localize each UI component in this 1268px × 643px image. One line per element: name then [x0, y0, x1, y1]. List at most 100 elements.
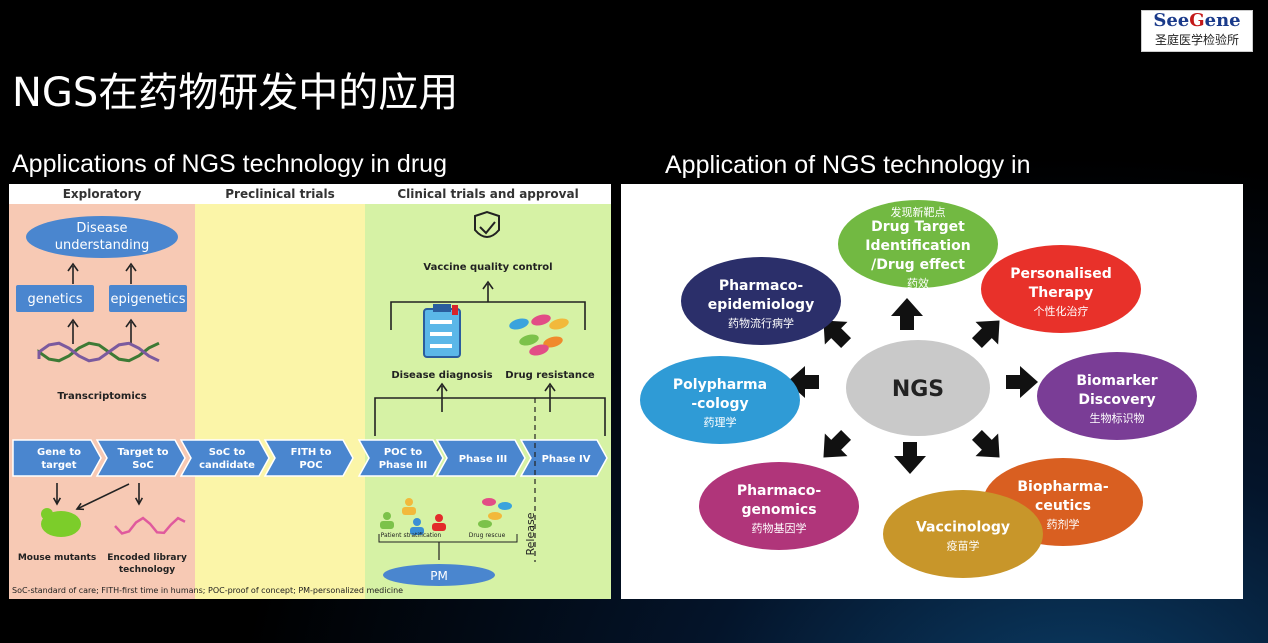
section-clinical: Clinical trials and approval	[397, 187, 578, 201]
patient-stratification-label: Patient stratification	[381, 532, 442, 539]
application-label-3: Biopharma-	[1017, 479, 1108, 495]
epigenetics-label: epigenetics	[111, 292, 186, 307]
dna-library-icon	[114, 516, 186, 535]
pm-ellipse	[383, 564, 495, 586]
vaccine-qc-label: Vaccine quality control	[423, 262, 552, 273]
mouse-ear-icon	[41, 508, 53, 520]
logo-wordmark: SeeGene	[1153, 10, 1241, 31]
step-chevron-5	[435, 439, 526, 477]
rescue-pill-icon-3	[478, 520, 492, 528]
step-chevron-6	[519, 439, 608, 477]
transcriptomics-label: Transcriptomics	[57, 391, 146, 402]
step-chevron-3	[263, 439, 354, 477]
step-label-2: candidate	[199, 460, 255, 471]
arrow-target-mouse-head	[75, 502, 85, 511]
arrow-library-head	[134, 497, 144, 506]
application-label-0: /Drug effect	[871, 257, 965, 273]
step-label-6: Phase IV	[542, 454, 591, 465]
person-body-3	[410, 527, 424, 535]
logo-chinese-name: 圣庭医学检验所	[1154, 33, 1239, 47]
ngs-arrow-6	[787, 366, 819, 398]
rescue-pill-icon-0	[482, 498, 496, 506]
dna-helix-strand1	[37, 341, 160, 363]
person-body-1	[402, 507, 416, 515]
application-label-7: Pharmaco-	[719, 278, 804, 294]
step-chevron-0	[12, 439, 102, 477]
drug-development-diagram: Exploratory Preclinical trials Clinical tr…	[9, 184, 611, 599]
ngs-arrow-7	[823, 320, 852, 349]
ngs-arrow-1	[971, 320, 1000, 349]
application-node-6	[640, 356, 800, 444]
application-label-6: Polypharma	[673, 377, 767, 393]
application-zh-6: 药理学	[704, 415, 737, 429]
header-band	[9, 184, 611, 204]
application-zh-7: 药物流行病学	[728, 316, 794, 330]
pill-icon-5	[529, 344, 549, 356]
step-chevron-2	[179, 439, 270, 477]
application-zh-2: 生物标识物	[1090, 411, 1145, 425]
application-node-7	[681, 257, 841, 345]
encoded-library-label: technology	[119, 565, 175, 575]
step-label-1: SoC	[132, 460, 153, 471]
application-label-7: epidemiology	[708, 297, 814, 313]
epigenetics-box	[109, 285, 187, 312]
application-node-2	[1037, 352, 1197, 440]
step-label-0: target	[41, 460, 76, 471]
person-body-0	[380, 521, 394, 529]
ngs-arrow-3	[971, 429, 1000, 458]
person-head-3	[413, 518, 421, 526]
company-logo: SeeGene 圣庭医学检验所	[1141, 10, 1253, 52]
step-label-4: POC to	[384, 447, 422, 458]
shield-check-icon	[474, 210, 500, 238]
rescue-pill-icon-2	[488, 512, 502, 520]
clinical-zone	[365, 184, 611, 599]
pill-icon-3	[519, 334, 539, 346]
arrow-resistance-head	[544, 382, 556, 392]
pm-label: PM	[430, 569, 448, 583]
arrow-transcript-left-head	[67, 318, 79, 328]
footnote: SoC-standard of care; FITH-first time in…	[12, 586, 403, 595]
ngs-center-ellipse	[846, 340, 990, 436]
step-label-1: Target to	[117, 447, 168, 458]
application-label-1: Personalised	[1010, 266, 1111, 282]
application-node-0	[838, 200, 998, 288]
application-label-1: Therapy	[1029, 285, 1094, 301]
person-head-2	[435, 514, 443, 522]
step-label-0: Gene to	[37, 447, 81, 458]
bracket-top	[390, 301, 586, 330]
application-zh-3: 药剂学	[1047, 517, 1080, 531]
medical-cross-icon	[452, 305, 458, 315]
section-preclinical: Preclinical trials	[225, 187, 334, 201]
step-label-3: POC	[299, 460, 322, 471]
genetics-label: genetics	[27, 292, 82, 307]
drug-development-figure: Exploratory Preclinical trials Clinical tr…	[9, 184, 611, 599]
arrow-transcript-right-head	[125, 318, 137, 328]
clipboard-line-2	[430, 344, 452, 348]
disease-ellipse	[26, 216, 178, 258]
dna-helix-strand2	[37, 341, 160, 363]
mouse-mutants-label: Mouse mutants	[18, 553, 96, 563]
clipboard-clip	[433, 304, 451, 312]
application-label-2: Discovery	[1078, 392, 1155, 408]
application-zh-0: 药效	[907, 276, 929, 290]
genetics-box	[16, 285, 94, 312]
arrow-epigenetics-up-head	[125, 262, 137, 272]
application-node-5	[699, 462, 859, 550]
encoded-library-label: Encoded library	[107, 553, 187, 563]
drug-resistance-label: Drug resistance	[505, 370, 595, 381]
person-head-0	[383, 512, 391, 520]
preclinical-zone	[195, 184, 365, 599]
disease-label: Disease	[76, 221, 127, 236]
disease-diagnosis-label: Disease diagnosis	[391, 370, 492, 381]
ngs-center-label: NGS	[892, 377, 944, 402]
section-exploratory: Exploratory	[63, 187, 142, 201]
ngs-arrow-0	[891, 298, 923, 330]
arrow-vaccine-head	[482, 280, 494, 290]
ngs-arrow-5	[823, 429, 852, 458]
pill-icon-4	[543, 336, 563, 348]
application-label-5: genomics	[741, 502, 816, 518]
application-label-5: Pharmaco-	[737, 483, 822, 499]
application-label-6: -cology	[691, 396, 748, 412]
step-chevron-1	[95, 439, 186, 477]
